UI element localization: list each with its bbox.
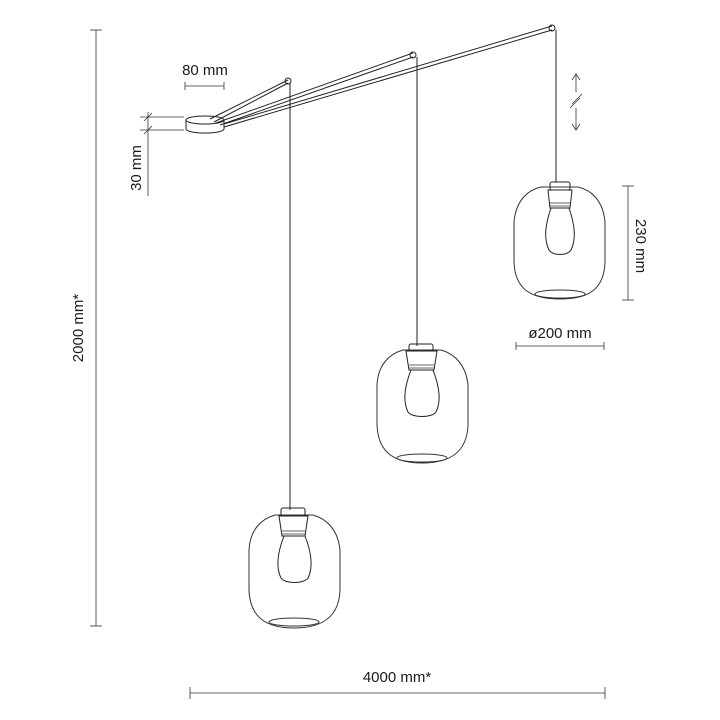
hook-right bbox=[548, 24, 556, 32]
canopy-width-dimension: 80 mm bbox=[182, 62, 228, 90]
suspension-arms bbox=[209, 25, 553, 128]
pendant-lamp-middle bbox=[376, 343, 469, 464]
shade-height-dimension: 230 mm bbox=[622, 185, 649, 301]
total-height-dimension: 2000 mm* bbox=[70, 29, 102, 627]
canopy-width-label: 80 mm bbox=[182, 62, 228, 79]
total-width-label: 4000 mm* bbox=[363, 669, 432, 686]
canopy-height-dimension: 30 mm bbox=[128, 112, 184, 196]
double-arrow-break-icon bbox=[569, 73, 583, 131]
hook-middle bbox=[409, 51, 417, 59]
total-width-dimension: 4000 mm* bbox=[189, 669, 606, 699]
hook-left bbox=[284, 77, 292, 85]
canopy-height-label: 30 mm bbox=[128, 145, 145, 191]
shade-diameter-dimension: ø200 mm bbox=[515, 325, 605, 350]
ceiling-canopy bbox=[185, 115, 225, 134]
shade-height-label: 230 mm bbox=[632, 219, 649, 273]
pendant-lamp-right bbox=[513, 181, 606, 300]
shade-diameter-label: ø200 mm bbox=[528, 325, 591, 342]
cords bbox=[289, 30, 557, 510]
pendant-lamp-left bbox=[248, 507, 341, 629]
total-height-label: 2000 mm* bbox=[70, 294, 87, 363]
